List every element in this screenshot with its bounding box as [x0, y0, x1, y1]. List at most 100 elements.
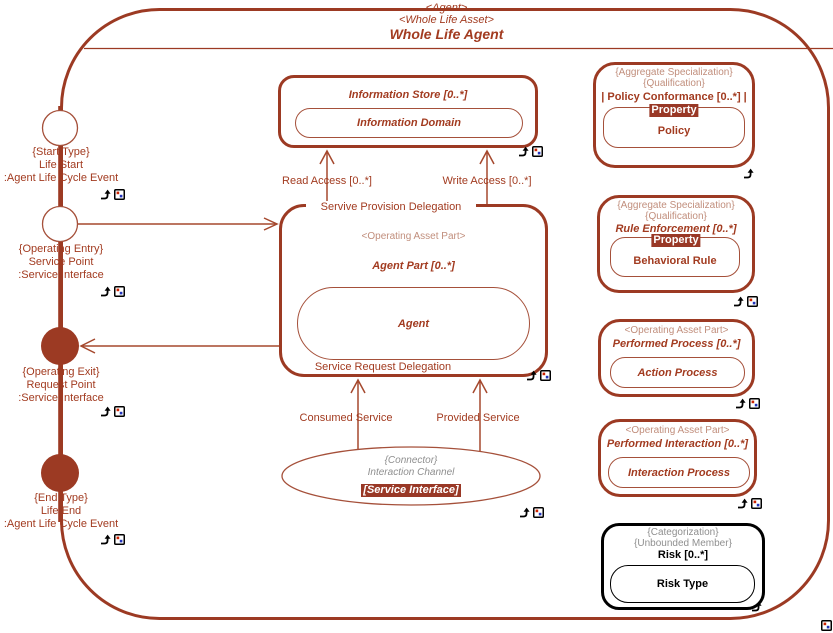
information-store-box[interactable]: Information Store [0..*] Information Dom…: [278, 75, 538, 148]
diagram-link-icon[interactable]: [114, 534, 125, 545]
write-access-connector[interactable]: [479, 149, 495, 205]
performed-process-title: Performed Process [0..*]: [612, 338, 741, 350]
consumed-service-connector[interactable]: [350, 378, 366, 452]
life-start-label: {Start Type} Life Start :Agent Life Cycl…: [3, 146, 119, 184]
life-end-icons[interactable]: [100, 532, 125, 545]
information-domain-shape[interactable]: Information Domain: [295, 108, 523, 138]
channel-name: Interaction Channel: [367, 467, 455, 478]
goto-arrow-icon[interactable]: [100, 284, 112, 297]
diagram-link-icon[interactable]: [114, 189, 125, 200]
risk-icons[interactable]: [751, 599, 763, 612]
interaction-process-shape[interactable]: Interaction Process: [608, 457, 750, 488]
diagram-link-icon[interactable]: [747, 296, 758, 307]
page-title: Whole Life Agent: [389, 26, 504, 42]
goto-arrow-icon[interactable]: [100, 532, 112, 545]
goto-arrow-icon[interactable]: [100, 404, 112, 417]
agent-part-stereotype: <Operating Asset Part>: [361, 231, 466, 242]
interaction-channel-ellipse[interactable]: [281, 446, 541, 506]
life-start-node[interactable]: [41, 109, 79, 147]
agent-name: Agent: [397, 317, 430, 330]
goto-arrow-icon[interactable]: [743, 166, 755, 179]
diagram-link-icon[interactable]: [751, 498, 762, 509]
request-point-connector[interactable]: [79, 338, 279, 354]
channel-stereotype: {Connector}: [384, 455, 438, 466]
risk-title: Risk [0..*]: [657, 549, 709, 561]
policy-stereotype-2: {Qualification}: [643, 78, 705, 89]
diagram-link-icon[interactable]: [749, 398, 760, 409]
diagram-link-icon[interactable]: [821, 620, 832, 631]
provided-service-connector[interactable]: [472, 378, 488, 452]
goto-arrow-icon[interactable]: [733, 294, 745, 307]
rule-stereotype-1: {Aggregate Specialization}: [617, 200, 735, 211]
interaction-process-name: Interaction Process: [627, 466, 731, 479]
behavioral-rule-name: Behavioral Rule: [633, 255, 717, 267]
action-process-name: Action Process: [637, 366, 718, 379]
agent-shape[interactable]: Agent: [297, 287, 530, 360]
read-access-connector[interactable]: [319, 149, 335, 205]
provided-service-label: Provided Service: [436, 412, 520, 424]
risk-type-shape[interactable]: Risk Type: [610, 565, 755, 603]
risk-box[interactable]: {Categorization} {Unbounded Member} Risk…: [601, 523, 765, 610]
agent-part-box[interactable]: Servive Provision Delegation <Operating …: [279, 201, 548, 377]
risk-stereotype-2: {Unbounded Member}: [634, 538, 732, 549]
performed-interaction-box[interactable]: <Operating Asset Part> Performed Interac…: [598, 419, 757, 497]
policy-conformance-icons[interactable]: [743, 166, 755, 179]
service-provision-delegation-label: Servive Provision Delegation: [306, 201, 476, 214]
request-point-label: {Operating Exit} Request Point :Service …: [18, 366, 104, 404]
policy-property-badge: Property: [649, 104, 699, 117]
diagram-link-icon[interactable]: [533, 507, 544, 518]
risk-type-name: Risk Type: [656, 578, 709, 590]
information-store-icons[interactable]: [518, 144, 543, 157]
write-access-label: Write Access [0..*]: [442, 175, 532, 187]
life-end-node[interactable]: [41, 454, 79, 492]
policy-name: Policy: [657, 124, 691, 137]
interaction-channel-text: {Connector} Interaction Channel [Service…: [291, 455, 531, 498]
performed-interaction-icons[interactable]: [737, 496, 762, 509]
header-stereotype-agent: <Agent>: [425, 2, 468, 14]
channel-badge: [Service Interface]: [361, 484, 461, 497]
diagram-corner-icon[interactable]: [821, 620, 832, 631]
agent-part-title: Agent Part [0..*]: [372, 260, 455, 272]
goto-arrow-icon[interactable]: [519, 505, 531, 518]
service-request-delegation-label: Service Request Delegation: [314, 361, 452, 373]
rule-enforcement-box[interactable]: {Aggregate Specialization} {Qualificatio…: [597, 195, 755, 293]
agent-part-icons[interactable]: [526, 368, 551, 381]
service-point-label: {Operating Entry} Service Point :Service…: [18, 243, 104, 281]
goto-arrow-icon[interactable]: [100, 187, 112, 200]
diagram-link-icon[interactable]: [532, 146, 543, 157]
process-stereotype: <Operating Asset Part>: [624, 325, 729, 336]
rule-enforcement-title: Rule Enforcement [0..*]: [615, 223, 737, 235]
consumed-service-label: Consumed Service: [299, 412, 393, 424]
diagram-header: <Agent> <Whole Life Asset> Whole Life Ag…: [60, 2, 833, 42]
diagram-link-icon[interactable]: [114, 286, 125, 297]
action-process-shape[interactable]: Action Process: [610, 357, 745, 388]
rule-stereotype-2: {Qualification}: [645, 211, 707, 222]
interaction-channel-icons[interactable]: [519, 505, 544, 518]
service-point-icons[interactable]: [100, 284, 125, 297]
performed-process-icons[interactable]: [735, 396, 760, 409]
service-point-connector[interactable]: [60, 217, 279, 231]
request-point-icons[interactable]: [100, 404, 125, 417]
goto-arrow-icon[interactable]: [751, 599, 763, 612]
service-point-node[interactable]: [41, 205, 79, 243]
life-end-label: {End Type} Life End :Agent Life Cycle Ev…: [3, 492, 119, 530]
information-store-title: Information Store [0..*]: [348, 89, 468, 101]
life-start-icons[interactable]: [100, 187, 125, 200]
goto-arrow-icon[interactable]: [737, 496, 749, 509]
header-stereotype-asset: <Whole Life Asset>: [399, 14, 494, 26]
policy-stereotype-1: {Aggregate Specialization}: [615, 67, 733, 78]
performed-process-box[interactable]: <Operating Asset Part> Performed Process…: [598, 319, 755, 397]
rule-enforcement-icons[interactable]: [733, 294, 758, 307]
policy-conformance-box[interactable]: {Aggregate Specialization} {Qualificatio…: [593, 62, 755, 168]
information-domain-name: Information Domain: [357, 117, 461, 129]
goto-arrow-icon[interactable]: [518, 144, 530, 157]
diagram-link-icon[interactable]: [114, 406, 125, 417]
diagram-link-icon[interactable]: [540, 370, 551, 381]
goto-arrow-icon[interactable]: [735, 396, 747, 409]
goto-arrow-icon[interactable]: [526, 368, 538, 381]
request-point-node[interactable]: [41, 327, 79, 365]
read-access-label: Read Access [0..*]: [282, 175, 372, 187]
rule-property-badge: Property: [651, 234, 701, 247]
